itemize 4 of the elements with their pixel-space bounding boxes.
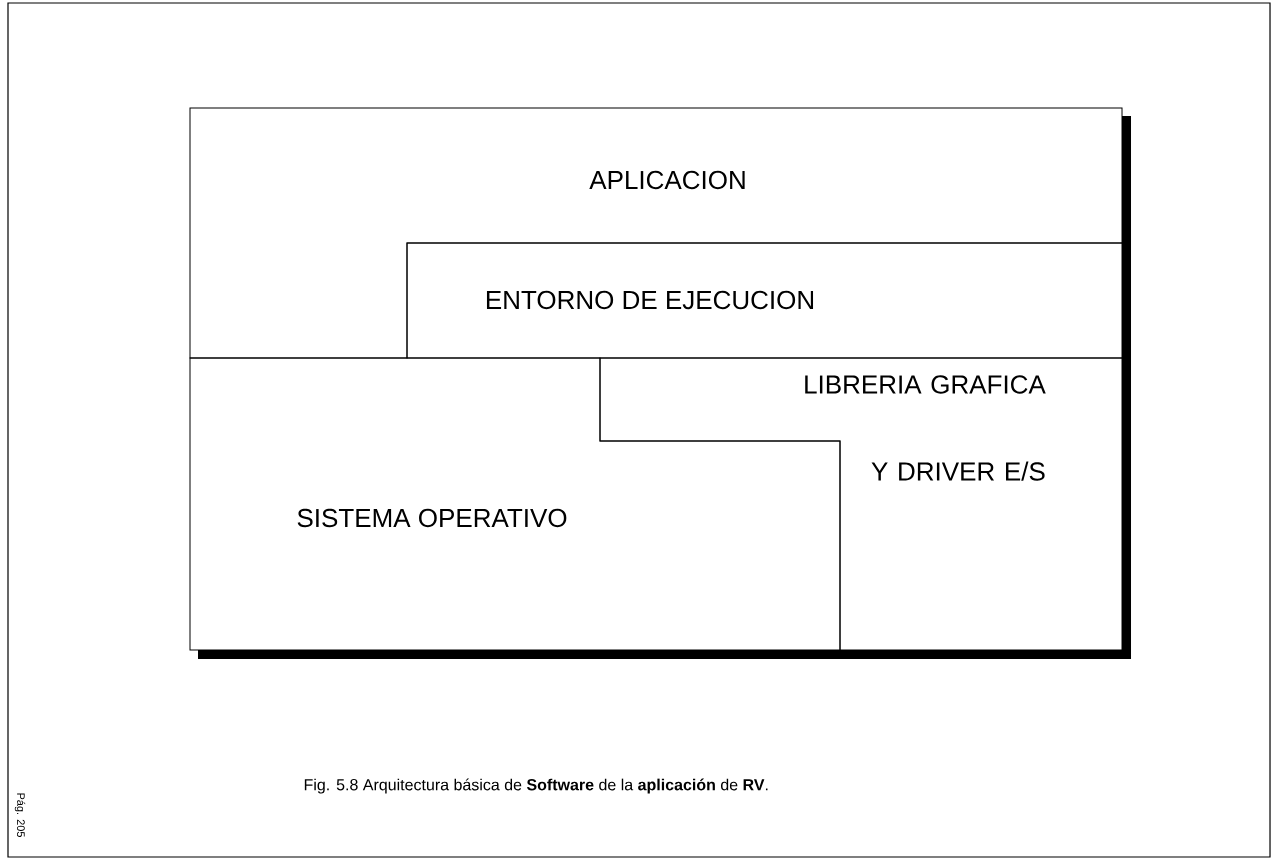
layer-region: ENTORNO DE EJECUCION — [406, 242, 1123, 359]
layer-region: LIBRERIA GRAFICA Y DRIVER E/S — [599, 357, 1123, 651]
page-number: Pág. 205 — [14, 793, 26, 838]
figure-caption: Fig. 5.8 Arquitectura básica de Software de la aplicación de RV. — [304, 778, 768, 794]
